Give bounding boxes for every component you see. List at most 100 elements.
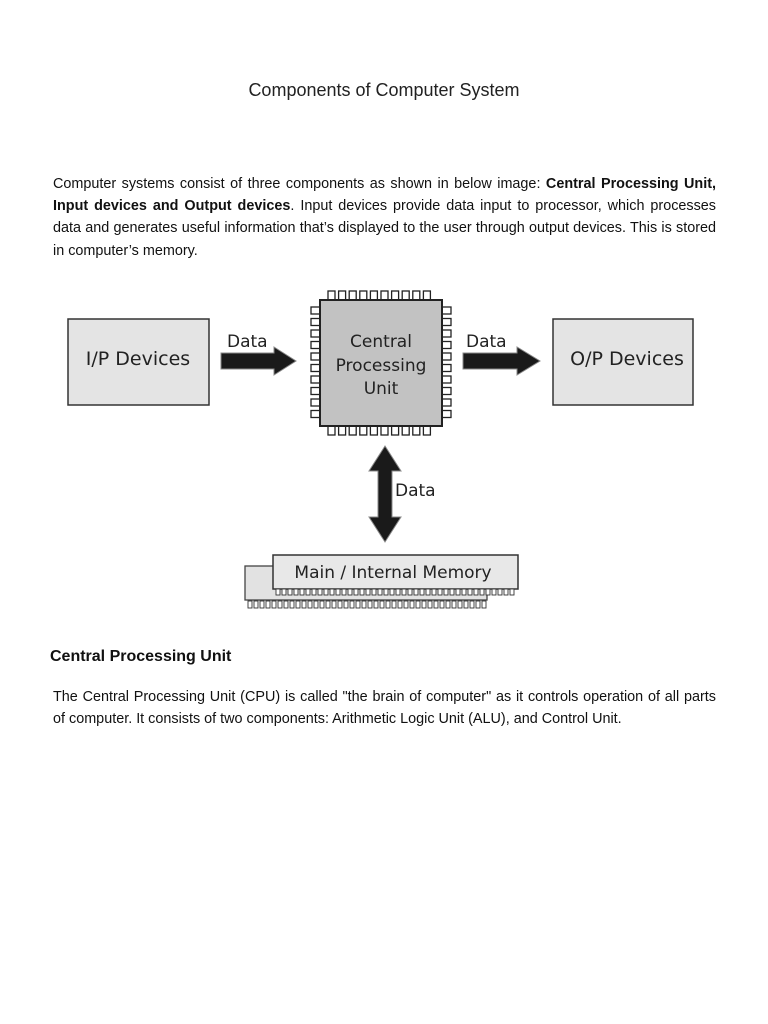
memory-contact [403, 600, 409, 609]
memory-contact [469, 600, 475, 609]
memory-contact [377, 588, 383, 596]
memory-contact [449, 588, 455, 596]
memory-contact [497, 588, 503, 596]
cpu-pin [310, 363, 321, 373]
cpu-pin [441, 409, 452, 419]
input-devices-box: I/P Devices [67, 318, 210, 406]
cpu-pin [310, 352, 321, 361]
memory-arrow-label: Data [395, 481, 436, 501]
cpu-pin [380, 425, 389, 436]
cpu-pin [422, 425, 432, 436]
memory-contact [439, 600, 445, 609]
memory-contact [421, 600, 427, 609]
cpu-pin [327, 290, 336, 301]
memory-contact [433, 600, 439, 609]
memory-contact [391, 600, 397, 609]
memory-contact [293, 588, 299, 596]
memory-contact [275, 588, 281, 596]
memory-contact [455, 588, 461, 596]
cpu-label-line2: Processing [336, 356, 427, 376]
input-data-arrow: Data [220, 332, 297, 376]
memory-contact [467, 588, 473, 596]
page-title: Components of Computer System [248, 80, 520, 100]
memory-contact [413, 588, 419, 596]
input-devices-label: I/P Devices [86, 348, 190, 370]
memory-contact [331, 600, 337, 609]
memory-contact [385, 600, 391, 609]
memory-contact [343, 600, 349, 609]
cpu-pin [337, 290, 347, 301]
memory-contact [347, 588, 353, 596]
output-devices-label: O/P Devices [570, 348, 684, 370]
cpu-pin [310, 375, 321, 384]
memory-contact [397, 600, 403, 609]
memory-contact [395, 588, 401, 596]
cpu-pin [441, 352, 452, 361]
memory-contact [475, 600, 481, 609]
cpu-pin [441, 317, 452, 327]
cpu-pin [348, 290, 357, 301]
intro-paragraph: Computer systems consist of three compon… [53, 173, 716, 262]
memory-contact [373, 600, 379, 609]
output-devices-box: O/P Devices [552, 318, 694, 406]
cpu-chip: Central Processing Unit [319, 299, 443, 427]
input-arrow-label: Data [227, 332, 268, 352]
cpu-pin [310, 398, 321, 407]
memory-contact [247, 600, 253, 609]
cpu-pin [422, 290, 432, 301]
memory-contact [323, 588, 329, 596]
memory-contact [305, 588, 311, 596]
memory-contact [355, 600, 361, 609]
memory-contact [481, 600, 487, 609]
cpu-pin [310, 329, 321, 338]
memory-contact [319, 600, 325, 609]
memory-module: Main / Internal Memory [244, 554, 519, 609]
cpu-pin [348, 425, 357, 436]
memory-contact [349, 600, 355, 609]
cpu-pin [441, 329, 452, 338]
memory-contact [337, 600, 343, 609]
memory-contact [473, 588, 479, 596]
memory-contact [485, 588, 491, 596]
cpu-pin [441, 398, 452, 407]
intro-bold-components: Central Processing Unit, Input devices a… [53, 176, 716, 215]
memory-contact [427, 600, 433, 609]
memory-contact [457, 600, 463, 609]
memory-contact [287, 588, 293, 596]
cpu-pin [369, 425, 379, 436]
cpu-pin [441, 306, 452, 315]
memory-contact [401, 588, 407, 596]
memory-contact [491, 588, 497, 596]
memory-contact [445, 600, 451, 609]
cpu-pin [412, 290, 421, 301]
cpu-pin [310, 386, 321, 396]
cpu-pin [310, 317, 321, 327]
cpu-pin [401, 425, 410, 436]
memory-contact [415, 600, 421, 609]
memory-contact [295, 600, 301, 609]
computer-components-diagram: I/P Devices Data Central Processing Unit… [67, 290, 694, 609]
memory-contact [409, 600, 415, 609]
memory-label: Main / Internal Memory [294, 563, 491, 583]
memory-contact [365, 588, 371, 596]
memory-contact [277, 600, 283, 609]
cpu-pin [369, 290, 379, 301]
cpu-pin [310, 409, 321, 419]
cpu-pin [441, 363, 452, 373]
cpu-pin [441, 386, 452, 396]
memory-contact [289, 600, 295, 609]
cpu-pin [390, 290, 400, 301]
memory-contact [317, 588, 323, 596]
cpu-pin [401, 290, 410, 301]
memory-contact [299, 588, 305, 596]
cpu-pin [310, 306, 321, 315]
memory-contact [301, 600, 307, 609]
memory-contact [419, 588, 425, 596]
memory-contact [367, 600, 373, 609]
output-data-arrow: Data [462, 332, 541, 376]
memory-contact [353, 588, 359, 596]
memory-contact [463, 600, 469, 609]
cpu-pin [337, 425, 347, 436]
memory-contact [407, 588, 413, 596]
cpu-pin [359, 290, 368, 301]
